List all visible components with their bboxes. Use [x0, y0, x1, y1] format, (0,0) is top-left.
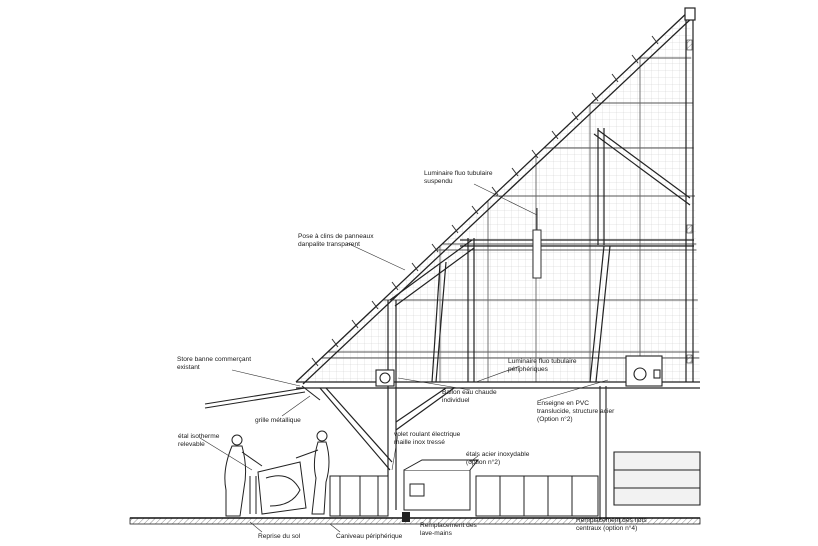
ground	[129, 512, 701, 525]
label-grille: grille métallique	[255, 417, 301, 424]
roof-slope	[295, 9, 695, 385]
market-counters	[329, 459, 599, 517]
label-etals-acier: étals acier inoxydable(option n°2)	[466, 451, 530, 467]
isotherm-stall	[249, 461, 307, 515]
ridge-post	[684, 7, 696, 382]
label-caniveau: Caniveau périphérique	[336, 533, 403, 540]
human-figures	[224, 430, 330, 517]
roof-clins	[311, 35, 659, 367]
right-stall	[599, 355, 701, 520]
leader-lines	[199, 183, 621, 533]
awning	[204, 385, 321, 409]
timber-truss	[296, 128, 700, 510]
boiler	[375, 369, 395, 387]
label-reprise-sol: Reprise du sol	[258, 533, 301, 540]
suspended-luminaire	[532, 208, 542, 279]
